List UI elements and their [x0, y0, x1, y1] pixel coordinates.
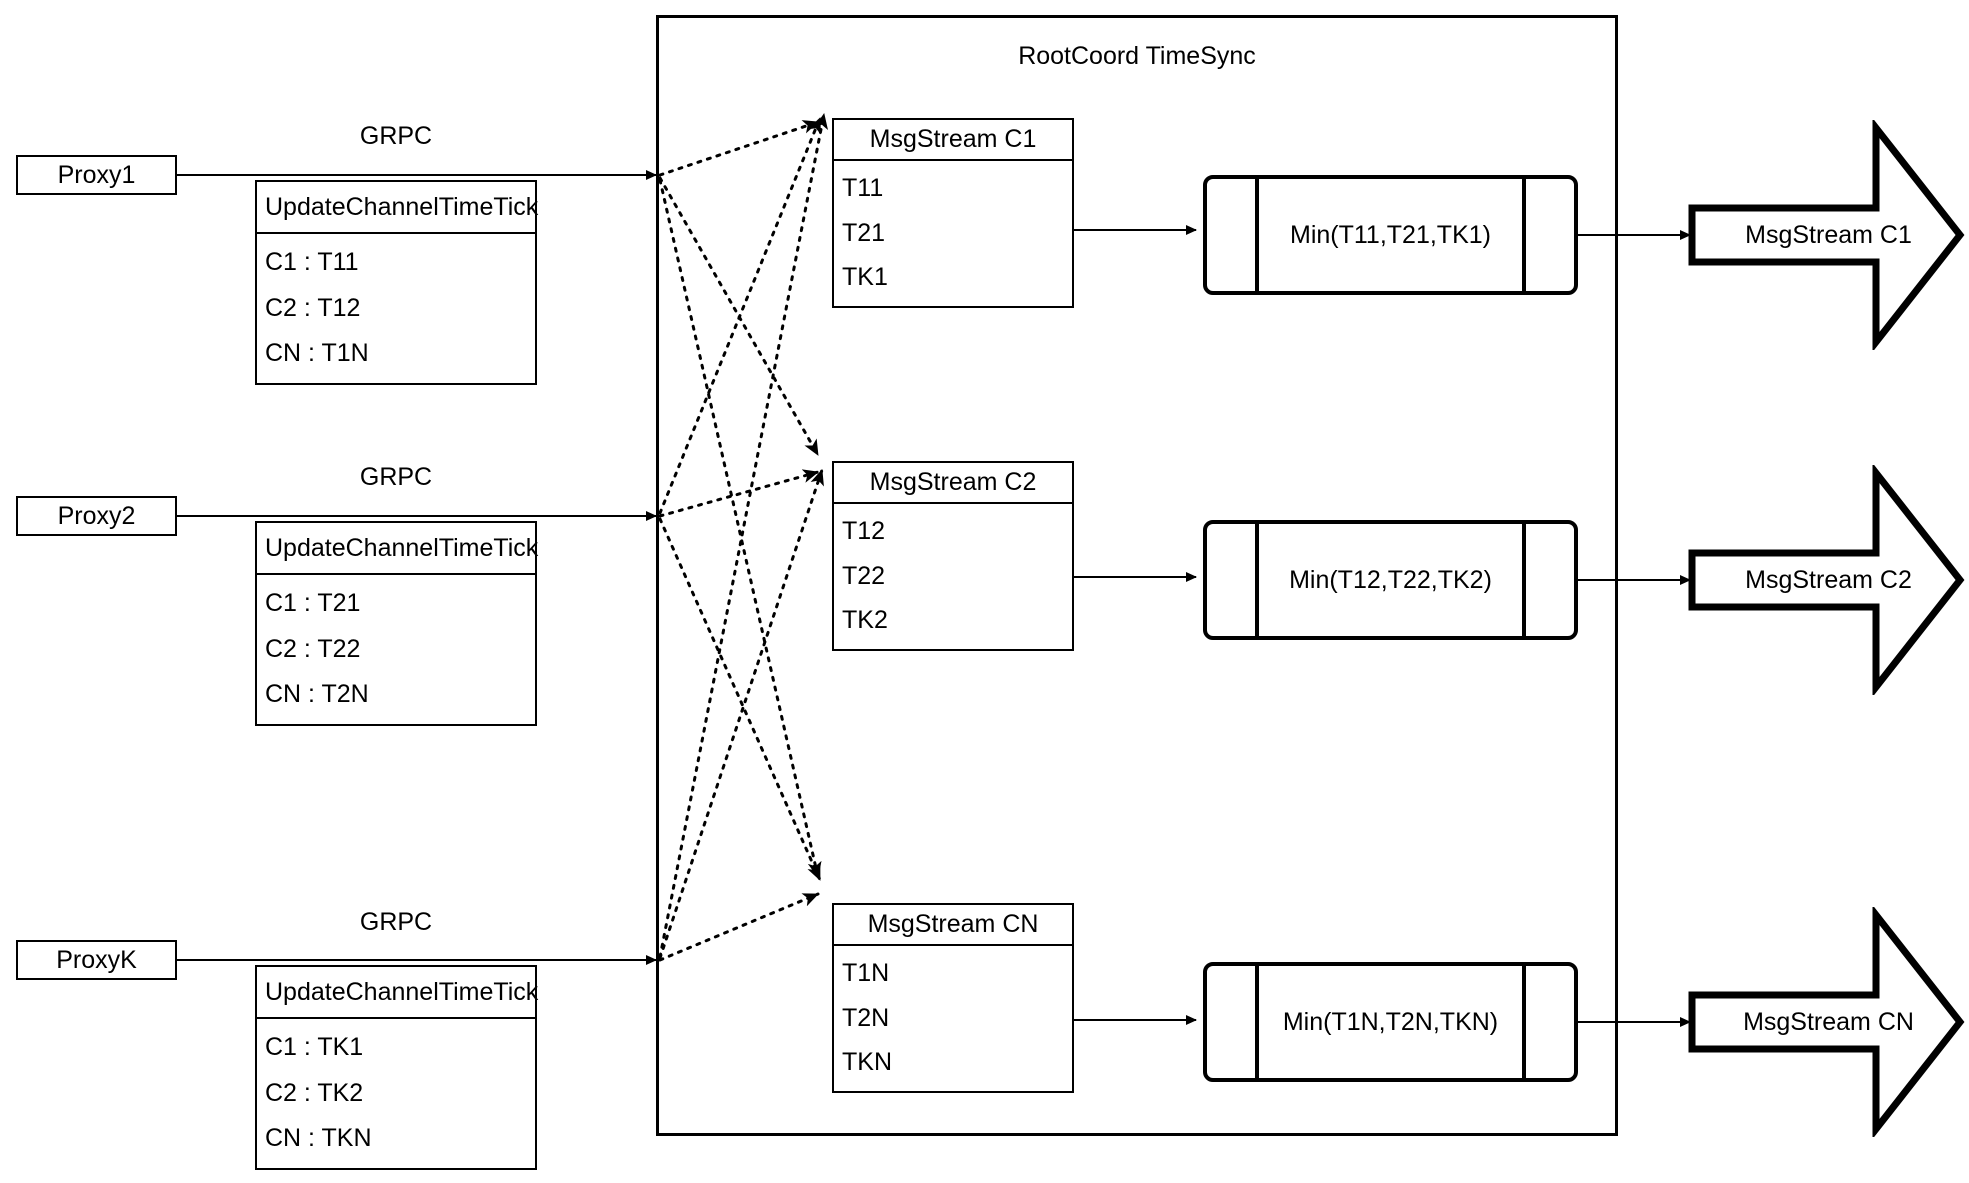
min-process-box-c1[interactable]: Min(T11,T21,TK1)	[1203, 175, 1578, 295]
proxy-label: ProxyK	[56, 945, 137, 974]
proxy-box-2[interactable]: Proxy2	[16, 496, 177, 536]
grpc-label-1: GRPC	[359, 122, 433, 150]
process-label: Min(T1N,T2N,TKN)	[1282, 1007, 1499, 1036]
msgstream-row: T11	[842, 174, 884, 203]
request-row: CN : TKN	[265, 1124, 372, 1153]
grpc-label-3: GRPC	[359, 908, 433, 936]
block-arrow-shape	[1688, 462, 1965, 698]
block-arrow-shape	[1688, 904, 1965, 1140]
msgstream-title: MsgStream C2	[834, 463, 1072, 504]
request-row: CN : T1N	[265, 339, 369, 368]
msgstream-row: T22	[842, 561, 886, 590]
proxy-label: Proxy1	[57, 160, 136, 189]
process-left-bar	[1255, 524, 1259, 636]
request-title: UpdateChannelTimeTick	[257, 182, 538, 234]
msgstream-row: T12	[842, 517, 886, 546]
output-arrow-label: MsgStream C2	[1745, 566, 1912, 594]
request-row: C1 : T11	[265, 248, 359, 277]
process-left-bar	[1255, 179, 1259, 291]
msgstream-title: MsgStream C1	[834, 120, 1072, 161]
msgstream-title: MsgStream CN	[834, 905, 1072, 946]
output-arrow-c2[interactable]: MsgStream C2	[1688, 462, 1969, 698]
request-row: C1 : TK1	[265, 1033, 364, 1062]
output-arrow-cn[interactable]: MsgStream CN	[1688, 904, 1969, 1140]
output-arrow-c1[interactable]: MsgStream C1	[1688, 117, 1969, 353]
proxy-label: Proxy2	[57, 501, 136, 530]
request-row: C2 : T12	[265, 293, 361, 322]
output-arrow-label: MsgStream C1	[1745, 221, 1912, 249]
update-channel-timetick-box-1[interactable]: UpdateChannelTimeTick C1 : T11 C2 : T12 …	[255, 180, 538, 385]
request-rows: C1 : T11 C2 : T12 CN : T1N	[257, 234, 535, 383]
msgstream-box-cn[interactable]: MsgStream CN T1N T2N TKN	[832, 903, 1074, 1093]
request-row: CN : T2N	[265, 680, 369, 709]
request-row: C2 : TK2	[265, 1078, 364, 1107]
msgstream-rows: T1N T2N TKN	[834, 946, 1072, 1091]
msgstream-row: T2N	[842, 1003, 890, 1032]
request-rows: C1 : TK1 C2 : TK2 CN : TKN	[257, 1019, 535, 1168]
block-arrow-shape	[1688, 117, 1965, 353]
msgstream-box-c2[interactable]: MsgStream C2 T12 T22 TK2	[832, 461, 1074, 651]
process-right-bar	[1522, 524, 1526, 636]
container-title: RootCoord TimeSync	[1018, 42, 1256, 70]
output-arrow-label: MsgStream CN	[1743, 1008, 1914, 1036]
msgstream-row: TKN	[842, 1048, 892, 1077]
min-process-box-cn[interactable]: Min(T1N,T2N,TKN)	[1203, 962, 1578, 1082]
request-title: UpdateChannelTimeTick	[257, 523, 538, 575]
msgstream-rows: T12 T22 TK2	[834, 504, 1072, 649]
msgstream-box-c1[interactable]: MsgStream C1 T11 T21 TK1	[832, 118, 1074, 308]
request-rows: C1 : T21 C2 : T22 CN : T2N	[257, 575, 535, 724]
request-title: UpdateChannelTimeTick	[257, 967, 538, 1019]
process-left-bar	[1255, 966, 1259, 1078]
proxy-box-1[interactable]: Proxy1	[16, 155, 177, 195]
process-label: Min(T12,T22,TK2)	[1289, 565, 1492, 594]
update-channel-timetick-box-2[interactable]: UpdateChannelTimeTick C1 : T21 C2 : T22 …	[255, 521, 538, 726]
request-row: C1 : T21	[265, 589, 361, 618]
msgstream-row: T1N	[842, 959, 890, 988]
msgstream-row: TK1	[842, 263, 888, 292]
proxy-box-3[interactable]: ProxyK	[16, 940, 177, 980]
grpc-label-2: GRPC	[359, 463, 433, 491]
process-right-bar	[1522, 966, 1526, 1078]
process-right-bar	[1522, 179, 1526, 291]
rootcoord-timesync-container	[656, 15, 1618, 1136]
msgstream-row: T21	[842, 218, 886, 247]
msgstream-rows: T11 T21 TK1	[834, 161, 1072, 306]
min-process-box-c2[interactable]: Min(T12,T22,TK2)	[1203, 520, 1578, 640]
process-label: Min(T11,T21,TK1)	[1290, 220, 1491, 249]
update-channel-timetick-box-3[interactable]: UpdateChannelTimeTick C1 : TK1 C2 : TK2 …	[255, 965, 538, 1170]
request-row: C2 : T22	[265, 634, 361, 663]
msgstream-row: TK2	[842, 606, 888, 635]
